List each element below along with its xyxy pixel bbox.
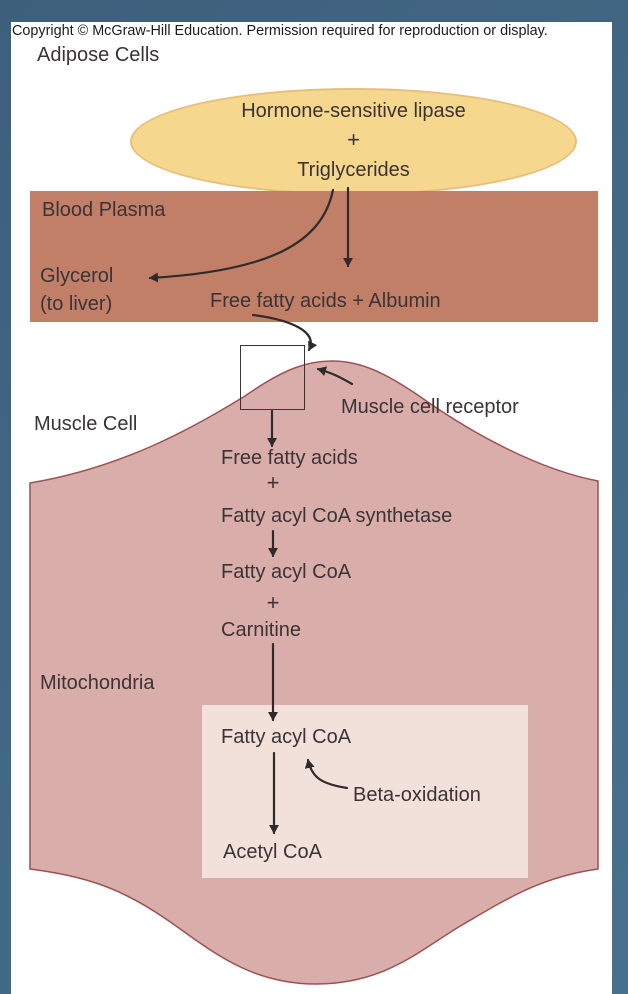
adipose-ellipse: Hormone-sensitive lipase + Triglycerides <box>130 88 577 195</box>
chain-plus-1: + <box>266 470 280 495</box>
ffa-albumin-label: Free fatty acids + Albumin <box>210 290 441 312</box>
region-label-blood-plasma: Blood Plasma <box>42 199 166 221</box>
region-label-muscle-cell: Muscle Cell <box>34 413 138 435</box>
ellipse-enzyme-label: Hormone-sensitive lipase <box>241 100 466 122</box>
chain-carnitine-label: Carnitine <box>221 619 302 641</box>
glycerol-label: Glycerol <box>40 265 114 287</box>
mitochondria-box <box>202 705 528 878</box>
region-label-adipose-cells: Adipose Cells <box>37 44 160 66</box>
beta-oxidation-label: Beta-oxidation <box>353 784 481 806</box>
muscle-cell-receptor-square <box>240 345 305 410</box>
ellipse-plus-sign: + <box>347 127 360 152</box>
chain-free-fatty-acids-label: Free fatty acids <box>221 447 358 469</box>
to-liver-label: (to liver) <box>40 293 113 315</box>
copyright-notice: Copyright © McGraw-Hill Education. Permi… <box>12 23 548 39</box>
chain-plus-2: + <box>266 590 280 615</box>
region-label-mitochondria: Mitochondria <box>40 672 155 694</box>
muscle-cell-receptor-label: Muscle cell receptor <box>341 396 519 418</box>
chain-synthetase-label: Fatty acyl CoA synthetase <box>221 505 453 527</box>
acetyl-coa-label: Acetyl CoA <box>223 841 322 863</box>
chain-fatty-acyl-coa-label: Fatty acyl CoA <box>221 561 352 583</box>
ellipse-substrate-label: Triglycerides <box>297 159 410 181</box>
mito-fatty-acyl-coa-label: Fatty acyl CoA <box>221 726 352 748</box>
